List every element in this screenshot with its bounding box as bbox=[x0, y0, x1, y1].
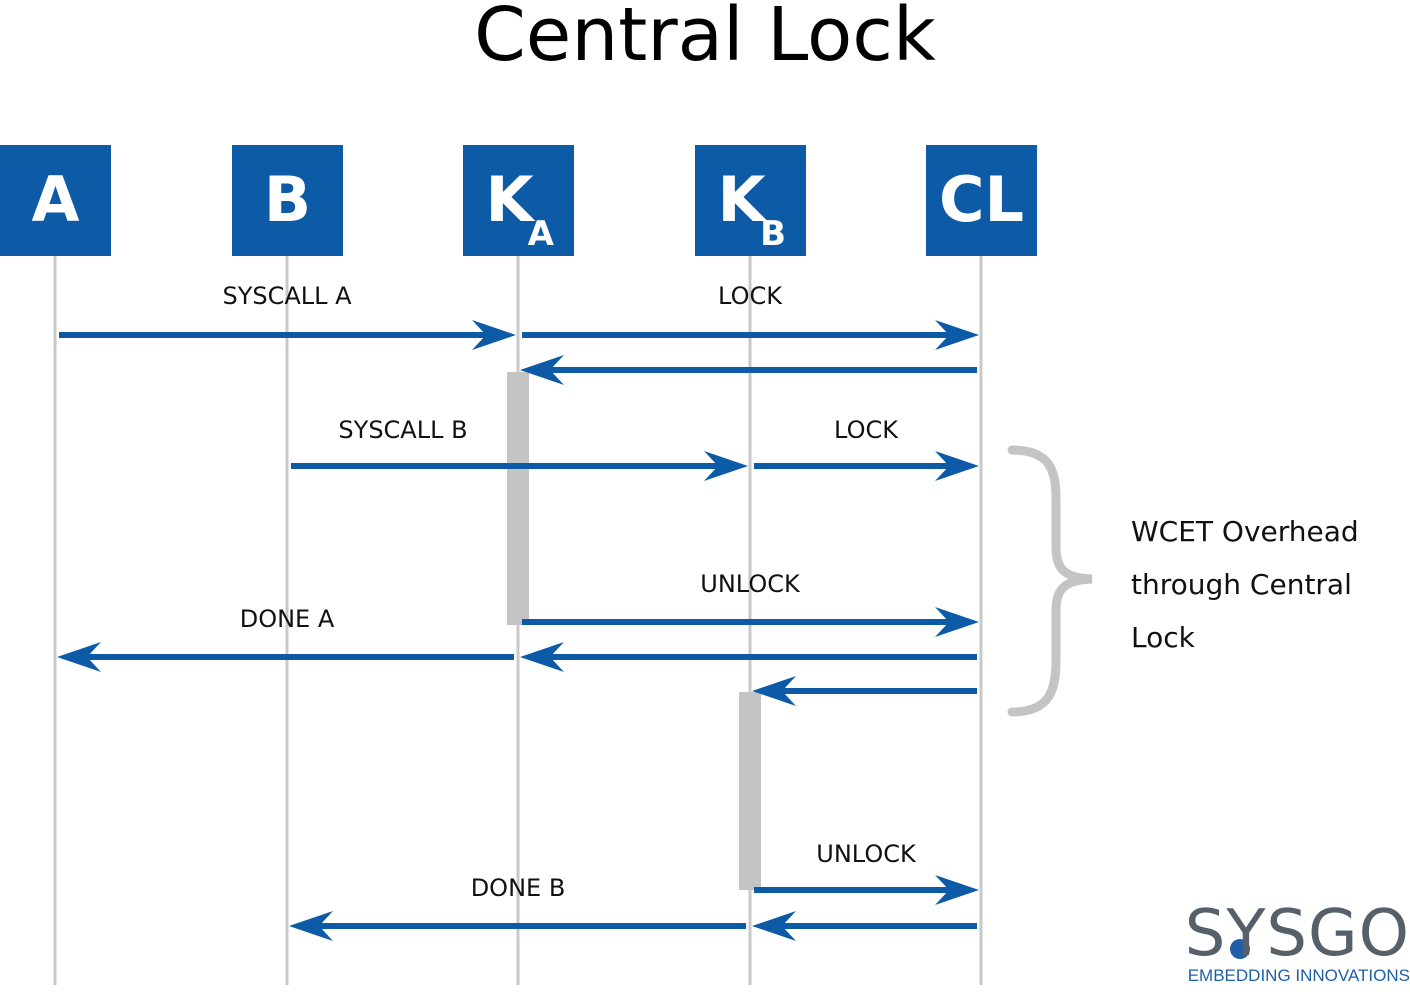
message-arrowhead bbox=[752, 676, 796, 706]
diagram-title: Central Lock bbox=[474, 0, 936, 78]
lane-label: B bbox=[263, 163, 312, 236]
message-arrowhead bbox=[704, 451, 748, 481]
message-label: LOCK bbox=[834, 416, 899, 444]
message-arrowhead bbox=[935, 451, 979, 481]
message-label: UNLOCK bbox=[816, 840, 917, 868]
activation-bar-kb bbox=[739, 692, 761, 890]
message-label: SYSCALL A bbox=[222, 282, 352, 310]
lane-header-a: A bbox=[0, 145, 111, 256]
wcet-note-line-3: Lock bbox=[1131, 621, 1195, 654]
message-label: LOCK bbox=[718, 282, 783, 310]
wcet-note-line-1: WCET Overhead bbox=[1131, 515, 1359, 548]
message-arrowhead bbox=[289, 911, 333, 941]
lane-header-b: B bbox=[232, 145, 343, 256]
logo-dot-icon bbox=[1230, 939, 1250, 959]
message-label: DONE A bbox=[240, 605, 335, 633]
message-label: SYSCALL B bbox=[338, 416, 467, 444]
wcet-brace bbox=[1007, 445, 1093, 717]
message-arrowhead bbox=[935, 875, 979, 905]
message-arrowhead bbox=[520, 642, 564, 672]
sysgo-logo: SYSGO EMBEDDING INNOVATIONS bbox=[1168, 900, 1410, 995]
lane-subscript: B bbox=[760, 214, 786, 254]
message-label: UNLOCK bbox=[700, 570, 801, 598]
wcet-overhead-note: WCET Overhead through Central Lock bbox=[1131, 505, 1401, 664]
wcet-note-line-2: through Central bbox=[1131, 568, 1352, 601]
lane-label: K bbox=[485, 163, 534, 236]
logo-tagline: EMBEDDING INNOVATIONS bbox=[1187, 966, 1410, 985]
lane-subscript: A bbox=[527, 214, 554, 254]
lane-header-cl: CL bbox=[926, 145, 1037, 256]
activation-bar-ka bbox=[507, 372, 529, 625]
lane-label: CL bbox=[938, 163, 1024, 236]
message-arrowhead bbox=[935, 607, 979, 637]
logo-wordmark: SYSGO bbox=[1184, 897, 1410, 971]
lane-label: K bbox=[717, 163, 766, 236]
lane-label: A bbox=[31, 163, 80, 236]
message-arrowhead bbox=[935, 320, 979, 350]
message-arrowhead bbox=[520, 355, 564, 385]
message-arrowhead bbox=[752, 911, 796, 941]
message-arrowhead bbox=[472, 320, 516, 350]
message-label: DONE B bbox=[471, 874, 566, 902]
message-arrowhead bbox=[57, 642, 101, 672]
